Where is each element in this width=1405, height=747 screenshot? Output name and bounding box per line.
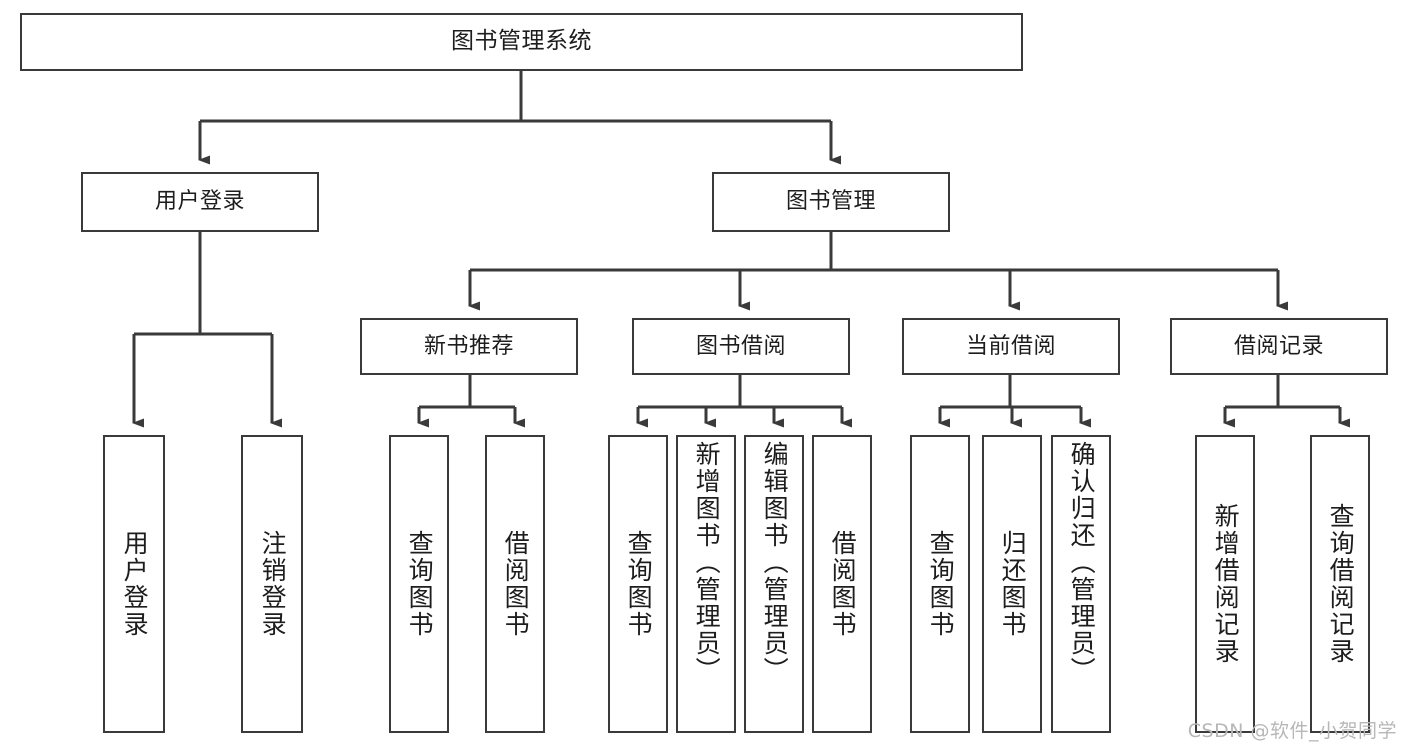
node-label: 图书管理系统 — [451, 28, 592, 55]
node-leaf-query-borrow-record[interactable]: 查询借阅记录 — [1310, 435, 1370, 733]
node-label: 借阅图书 — [501, 530, 531, 638]
node-label: 新书推荐 — [423, 333, 514, 359]
node-book-management[interactable]: 图书管理 — [712, 172, 950, 232]
node-book-borrow[interactable]: 图书借阅 — [632, 318, 850, 375]
node-label: 归还图书 — [998, 530, 1028, 638]
node-leaf-borrow-book-recommend[interactable]: 借阅图书 — [485, 435, 545, 733]
node-label: 新增图书（管理员） — [692, 441, 722, 684]
node-leaf-query-book-current[interactable]: 查询图书 — [910, 435, 970, 733]
node-label: 当前借阅 — [965, 333, 1056, 359]
node-label: 借阅记录 — [1233, 333, 1324, 359]
node-new-book-recommend[interactable]: 新书推荐 — [360, 318, 578, 375]
node-current-borrow[interactable]: 当前借阅 — [902, 318, 1120, 375]
node-user-login[interactable]: 用户登录 — [81, 172, 319, 232]
node-leaf-return-book[interactable]: 归还图书 — [982, 435, 1042, 733]
node-leaf-add-borrow-record[interactable]: 新增借阅记录 — [1195, 435, 1255, 733]
node-label: 图书借阅 — [695, 333, 786, 359]
csdn-watermark: CSDN @软件_小贺同学 — [1187, 720, 1397, 742]
node-leaf-borrow-book[interactable]: 借阅图书 — [812, 435, 872, 733]
node-label: 图书管理 — [785, 189, 876, 215]
node-label: 查询借阅记录 — [1326, 503, 1356, 665]
node-label: 用户登录 — [120, 530, 150, 638]
node-leaf-user-login[interactable]: 用户登录 — [103, 435, 165, 733]
node-label: 查询图书 — [926, 530, 956, 638]
node-leaf-query-book-borrow[interactable]: 查询图书 — [608, 435, 668, 733]
node-leaf-confirm-return-admin[interactable]: 确认归还（管理员） — [1051, 435, 1111, 733]
node-leaf-add-book-admin[interactable]: 新增图书（管理员） — [676, 435, 736, 733]
node-label: 用户登录 — [154, 189, 245, 215]
node-label: 编辑图书（管理员） — [760, 441, 790, 684]
node-label: 注销登录 — [258, 530, 288, 638]
node-label: 确认归还（管理员） — [1067, 441, 1097, 684]
node-label: 查询图书 — [624, 530, 654, 638]
node-leaf-logout[interactable]: 注销登录 — [241, 435, 303, 733]
node-root-system[interactable]: 图书管理系统 — [20, 13, 1023, 71]
node-label: 借阅图书 — [828, 530, 858, 638]
node-leaf-edit-book-admin[interactable]: 编辑图书（管理员） — [744, 435, 804, 733]
node-label: 查询图书 — [405, 530, 435, 638]
node-leaf-query-book-recommend[interactable]: 查询图书 — [389, 435, 449, 733]
node-borrow-record[interactable]: 借阅记录 — [1170, 318, 1388, 375]
node-label: 新增借阅记录 — [1211, 503, 1241, 665]
